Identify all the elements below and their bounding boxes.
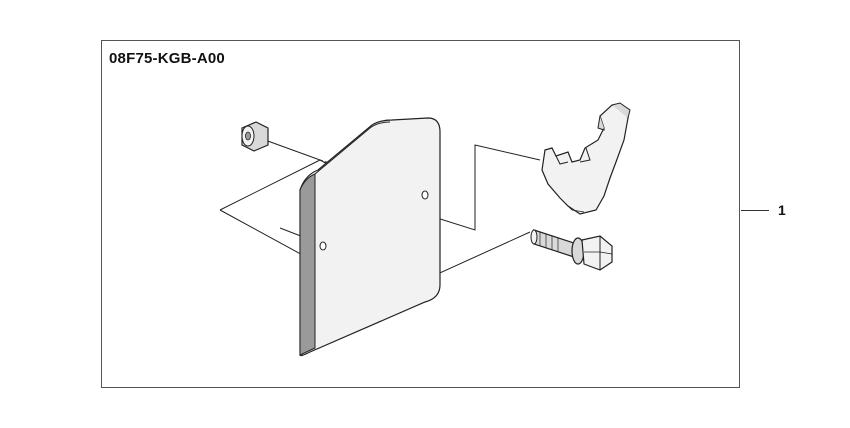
mounting-plate — [299, 117, 441, 357]
flange-bolt — [530, 229, 613, 271]
collar-spacer — [241, 121, 269, 152]
callout-leader-line — [741, 210, 769, 211]
part-number-label: 08F75-KGB-A00 — [109, 50, 225, 67]
diagram-frame — [101, 40, 740, 388]
bracket-piece — [541, 102, 631, 215]
plate-lower-hole — [319, 241, 327, 251]
callout-number: 1 — [778, 202, 786, 218]
plate-upper-hole — [421, 190, 429, 200]
